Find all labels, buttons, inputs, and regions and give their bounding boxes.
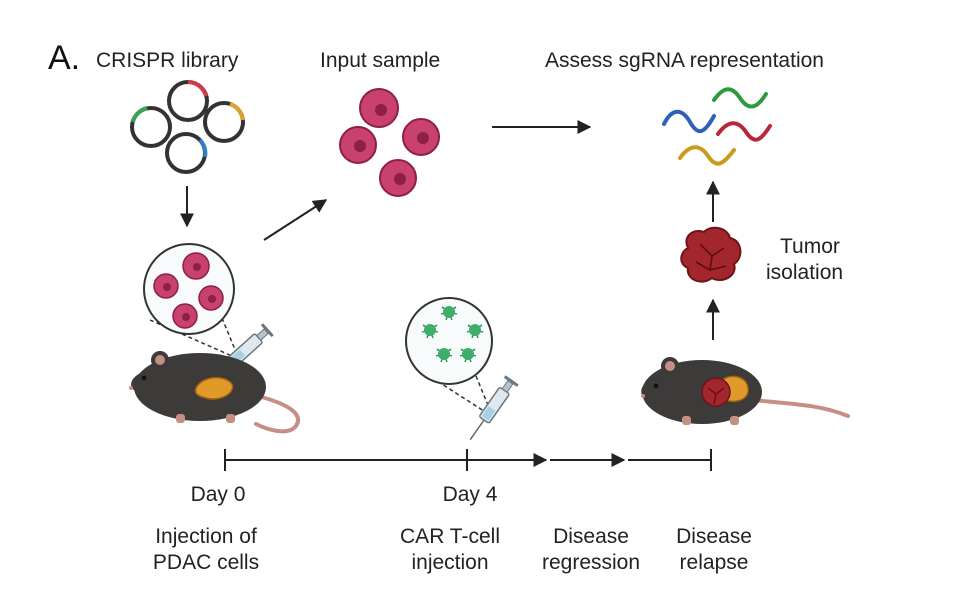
disease-relapse-line-2: relapse (679, 551, 749, 574)
injection-pdac-label: Injection of PDAC cells (153, 524, 259, 576)
tumor-mass-icon (680, 226, 742, 283)
magnified-car-t-icon (405, 297, 493, 414)
disease-regression-label: Disease regression (542, 524, 640, 576)
car-t-injection-label: CAR T-cell injection (400, 524, 500, 576)
input-sample-label: Input sample (320, 49, 441, 72)
tumor-isolation-label: Tumor isolation (766, 234, 843, 286)
injection-pdac-line-2: PDAC cells (152, 551, 260, 574)
injection-pdac-line-1: Injection of (155, 525, 257, 548)
disease-relapse-line-1: Disease (676, 525, 752, 548)
assess-sgrna-label: Assess sgRNA representation (545, 49, 824, 72)
tumor-isolation-line-2: isolation (766, 261, 844, 284)
day4-label: Day 4 (442, 483, 498, 506)
timeline (224, 449, 712, 471)
tumor-cells-icon (339, 88, 440, 197)
plasmid-library-icon (130, 80, 245, 174)
car-t-injection-line-2: injection (411, 551, 489, 574)
crispr-library-label: CRISPR library (96, 49, 239, 72)
disease-regression-line-2: regression (541, 551, 641, 574)
panel-label: A. (48, 39, 81, 77)
mouse-icon (129, 351, 300, 434)
tumor-isolation-line-1: Tumor (780, 235, 840, 258)
magnified-cells-icon (143, 243, 237, 357)
mouse-icon (641, 357, 850, 425)
day0-label: Day 0 (190, 483, 246, 506)
sgrna-strands-icon (662, 87, 772, 166)
disease-regression-line-1: Disease (553, 525, 629, 548)
car-t-injection-line-1: CAR T-cell (400, 525, 500, 548)
arrow-icon (180, 120, 720, 340)
disease-relapse-label: Disease relapse (676, 524, 752, 576)
